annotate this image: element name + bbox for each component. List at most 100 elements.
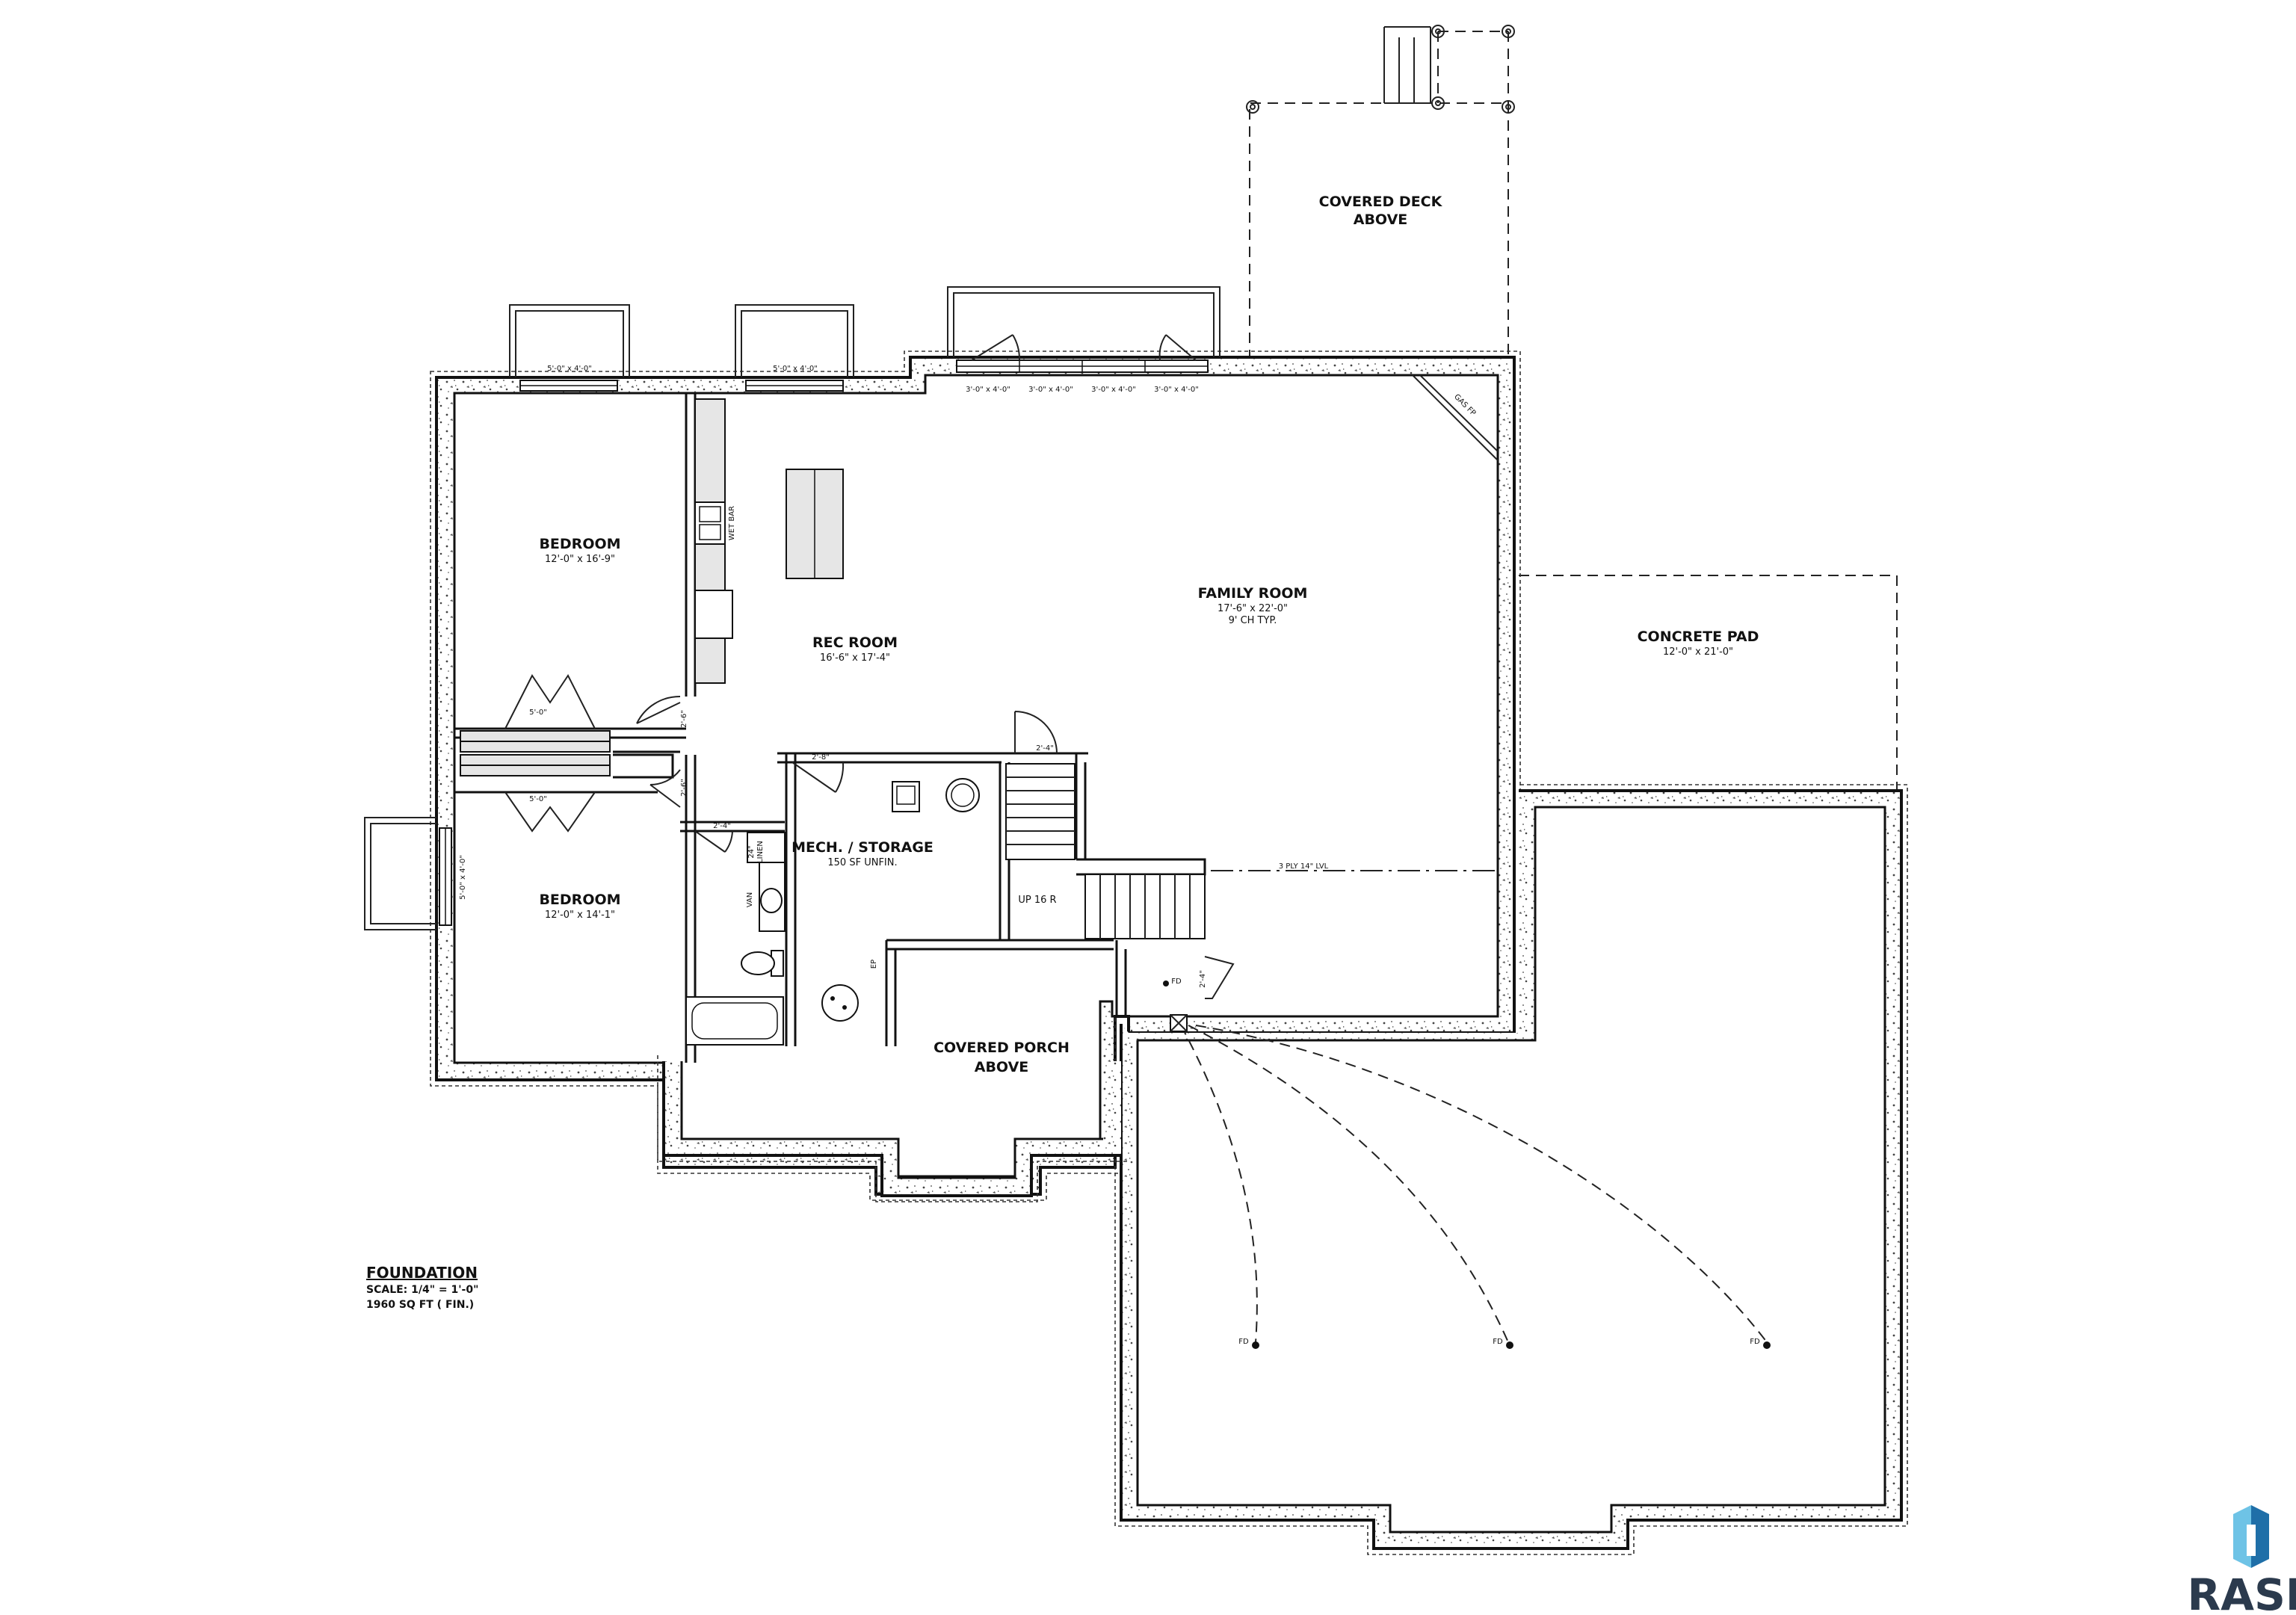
door-dim-label: 2'-6" bbox=[680, 710, 688, 728]
window-label: 5'-0" x 4'-0" bbox=[547, 365, 592, 373]
bathtub-icon bbox=[685, 996, 784, 1046]
rec-room-dims: 16'-6" x 17'-4" bbox=[820, 652, 890, 664]
window-well bbox=[509, 304, 630, 377]
door-swing bbox=[1014, 711, 1058, 754]
floor-drain-icon bbox=[1506, 1341, 1513, 1349]
floor-drain-icon bbox=[1252, 1341, 1259, 1349]
patio-door-swing bbox=[971, 334, 1021, 361]
floor-drain-icon bbox=[1763, 1341, 1771, 1349]
fd-label: FD bbox=[1750, 1338, 1760, 1346]
door-dim-label: 2'-6" bbox=[680, 779, 688, 797]
foundation-footing-outer bbox=[430, 351, 1521, 1201]
covered-porch-label-2: ABOVE bbox=[975, 1059, 1029, 1075]
door-swing bbox=[649, 769, 681, 808]
window-well bbox=[947, 286, 1220, 357]
door-swing bbox=[791, 762, 845, 793]
concrete-pad-label: CONCRETE PAD bbox=[1638, 629, 1759, 645]
ep-label: EP bbox=[870, 960, 878, 969]
window-label: 3'-0" x 4'-0" bbox=[1154, 386, 1199, 394]
sump-pit-icon bbox=[821, 984, 859, 1022]
concrete-pad-outline bbox=[1519, 575, 1898, 791]
family-room-dims: 17'-6" x 22'-0" bbox=[1218, 603, 1288, 614]
family-room-note: 9' CH TYP. bbox=[1229, 615, 1277, 626]
patio-door-swing bbox=[1158, 334, 1197, 361]
linen-shelf bbox=[747, 832, 786, 863]
kitchen-island bbox=[786, 469, 844, 579]
window bbox=[956, 359, 1209, 373]
plan-title: FOUNDATION bbox=[366, 1264, 478, 1282]
water-heater-icon bbox=[945, 778, 980, 812]
door-dim-label: 2'-4" bbox=[713, 822, 731, 830]
linen-dim-label: 24" bbox=[747, 845, 756, 858]
porch-wall-inner bbox=[680, 1061, 1103, 1179]
bedroom-2-dims: 12'-0" x 14'-1" bbox=[545, 910, 615, 921]
deck-post-icon bbox=[1431, 96, 1445, 110]
vanity-sink-icon bbox=[759, 862, 786, 932]
window-label: 3'-0" x 4'-0" bbox=[966, 386, 1010, 394]
closet-dim-label: 5'-0" bbox=[529, 795, 547, 803]
deck-post-icon bbox=[1431, 25, 1445, 38]
garage-footing bbox=[1114, 784, 1908, 1555]
window-well bbox=[735, 304, 854, 377]
window-label: 5'-0" x 4'-0" bbox=[773, 365, 818, 373]
sink-icon bbox=[694, 501, 726, 545]
mech-storage-label: MECH. / STORAGE bbox=[791, 839, 933, 856]
closet-door-icon bbox=[504, 674, 596, 729]
stair-up-label: UP 16 R bbox=[1018, 895, 1056, 906]
rec-room-label: REC ROOM bbox=[812, 634, 898, 651]
floor-drain-icon bbox=[1163, 981, 1169, 986]
family-room-label: FAMILY ROOM bbox=[1198, 585, 1308, 602]
beam-label: 3 PLY 14" LVL bbox=[1279, 862, 1329, 871]
window bbox=[439, 827, 452, 926]
window-well bbox=[364, 817, 436, 930]
fd-label: FD bbox=[1493, 1338, 1503, 1346]
rase-logo-text: RASE bbox=[2188, 1569, 2296, 1615]
rase-logo-icon bbox=[2233, 1505, 2269, 1568]
fd-label: FD bbox=[1238, 1338, 1249, 1346]
plan-scale: SCALE: 1/4" = 1'-0" bbox=[366, 1284, 478, 1296]
porch-wall-band bbox=[664, 1061, 1121, 1196]
window-label: 5'-0" x 4'-0" bbox=[459, 855, 467, 900]
bedroom-1-label: BEDROOM bbox=[539, 536, 620, 552]
door-dim-label: 2'-4" bbox=[1199, 970, 1207, 988]
drain-lines bbox=[1170, 1014, 1768, 1343]
linen-label: LINEN bbox=[756, 841, 765, 863]
garage-wall-outer bbox=[1120, 789, 1903, 1550]
covered-porch-label: COVERED PORCH bbox=[933, 1040, 1070, 1056]
door-swing bbox=[1204, 956, 1235, 999]
wet-bar-label: WET BAR bbox=[728, 506, 736, 540]
furnace-icon bbox=[892, 781, 920, 812]
foundation-wall-inner bbox=[453, 374, 1499, 1178]
covered-deck-label: COVERED DECK bbox=[1319, 194, 1443, 210]
window bbox=[745, 380, 844, 392]
door-swing bbox=[694, 830, 733, 853]
door-dim-label: 2'-4" bbox=[1036, 744, 1054, 753]
bedroom-1-dims: 12'-0" x 16'-9" bbox=[545, 554, 615, 565]
garage-wall-inner bbox=[1136, 806, 1886, 1534]
covered-deck-outline bbox=[1246, 25, 1515, 360]
door-swing bbox=[636, 695, 681, 724]
covered-deck-label-2: ABOVE bbox=[1354, 211, 1408, 228]
fd-label: FD bbox=[1171, 978, 1182, 986]
gas-fp-label: GAS FP bbox=[1452, 393, 1477, 418]
toilet-icon bbox=[741, 950, 784, 977]
vanity-label: VAN bbox=[746, 892, 754, 908]
deck-post-icon bbox=[1246, 100, 1259, 114]
porch-footing bbox=[657, 1055, 1127, 1202]
closet-dim-label: 5'-0" bbox=[529, 708, 547, 717]
bedroom-2-label: BEDROOM bbox=[539, 892, 620, 908]
porch-wall-outer bbox=[662, 1061, 1121, 1197]
stair bbox=[1005, 763, 1206, 939]
deck-post-icon bbox=[1502, 25, 1515, 38]
window-label: 3'-0" x 4'-0" bbox=[1028, 386, 1073, 394]
gas-fireplace bbox=[1412, 374, 1499, 461]
plan-area: 1960 SQ FT ( FIN.) bbox=[366, 1299, 474, 1311]
deck-post-icon bbox=[1502, 100, 1515, 114]
mech-storage-note: 150 SF UNFIN. bbox=[827, 857, 897, 868]
closet-door-icon bbox=[504, 791, 596, 833]
concrete-pad-dims: 12'-0" x 21'-0" bbox=[1663, 646, 1733, 658]
door-dim-label: 2'-8" bbox=[812, 753, 830, 762]
window-label: 3'-0" x 4'-0" bbox=[1091, 386, 1136, 394]
window bbox=[519, 380, 618, 392]
